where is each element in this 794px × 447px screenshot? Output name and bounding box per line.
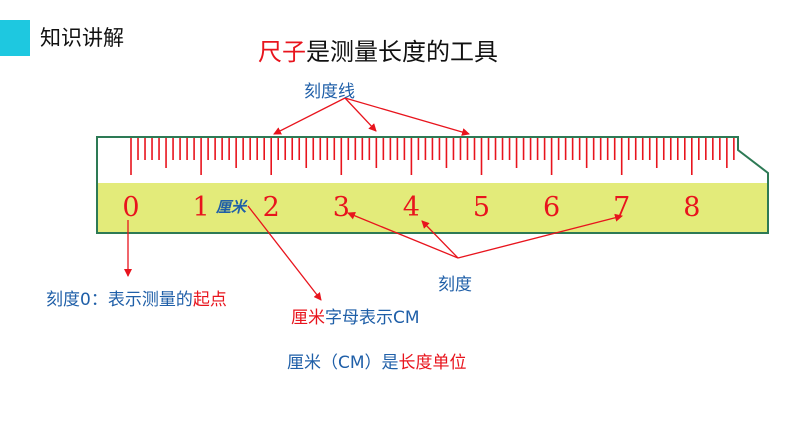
tick-marks-label: 刻度线 xyxy=(304,82,355,102)
page-title: 尺子是测量长度的工具 xyxy=(258,32,498,67)
ruler-number-8: 8 xyxy=(683,192,700,223)
ruler-number-1: 1 xyxy=(193,192,210,223)
title-highlight: 尺子 xyxy=(258,38,306,66)
scale-label: 刻度 xyxy=(438,275,472,295)
zero-point-note: 刻度0：表示测量的起点 xyxy=(46,285,227,310)
ruler-number-band xyxy=(98,183,767,232)
cm-letters-rest: 字母表示CM xyxy=(325,308,420,328)
arrow-scale-4 xyxy=(421,220,459,259)
length-unit-note: 厘米（CM）是长度单位 xyxy=(287,348,467,373)
length-unit-prefix: 厘米（CM）是 xyxy=(287,353,399,373)
ruler-number-2: 2 xyxy=(263,192,280,223)
zero-point-prefix: 刻度0：表示测量的 xyxy=(46,290,193,310)
section-title: 知识讲解 xyxy=(40,26,124,50)
ruler-number-4: 4 xyxy=(403,192,420,223)
ruler-number-3: 3 xyxy=(333,192,350,223)
ruler-number-7: 7 xyxy=(613,192,630,223)
arrow-cm xyxy=(247,205,322,301)
ruler-number-6: 6 xyxy=(543,192,560,223)
arrow-tickline-3 xyxy=(344,97,470,136)
ruler-number-5: 5 xyxy=(473,192,490,223)
ruler-unit-label: 厘米 xyxy=(215,198,248,216)
length-unit-highlight: 长度单位 xyxy=(398,353,467,373)
title-rest: 是测量长度的工具 xyxy=(306,38,498,66)
zero-point-highlight: 起点 xyxy=(192,290,227,310)
section-accent-bar xyxy=(0,20,30,56)
arrow-scale-3 xyxy=(347,211,459,259)
annotation-arrows xyxy=(124,97,623,301)
ruler-number-0: 0 xyxy=(122,192,139,223)
arrow-tickline-1 xyxy=(273,97,346,135)
cm-letters-note: 厘米字母表示CM xyxy=(291,303,420,328)
ruler-numbers: 0 1 2 3 4 5 6 7 8 xyxy=(122,192,700,223)
arrow-tickline-2 xyxy=(344,97,377,132)
ruler-ticks xyxy=(130,138,735,175)
cm-letters-highlight: 厘米 xyxy=(291,308,325,328)
arrow-scale-7 xyxy=(457,213,623,259)
